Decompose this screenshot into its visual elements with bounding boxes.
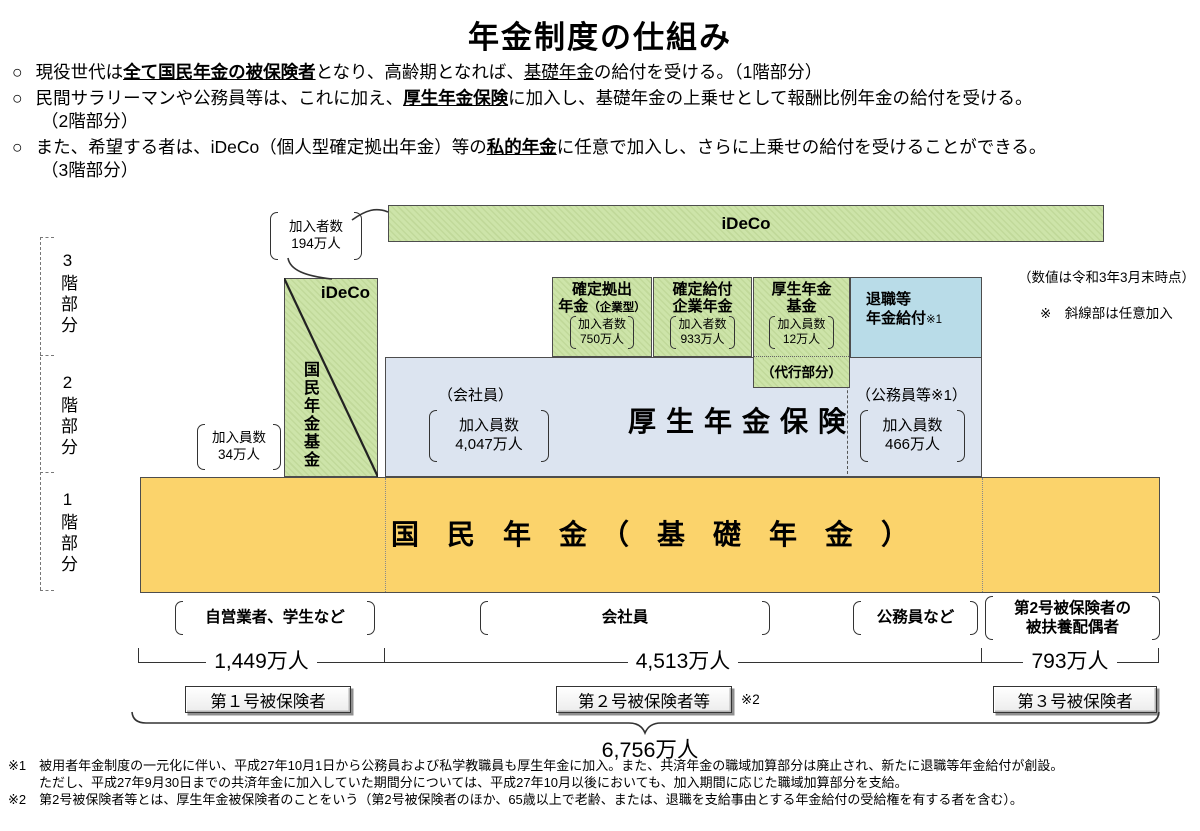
bullet-1: ○現役世代は全て国民年金の被保険者となり、高齢期となれば、基礎年金の給付を受ける… bbox=[12, 62, 823, 82]
ideco-kikin-column: iDeCo 国民年金基金 bbox=[284, 278, 378, 477]
kosei-nenkin-label: 厚生年金保険 bbox=[628, 406, 857, 437]
bullet-circle-icon: ○ bbox=[12, 137, 23, 158]
count-group1-value: 1,449万人 bbox=[214, 650, 309, 673]
bullet-2: ○民間サラリーマンや公務員等は、これに加え、厚生年金保険に加入し、基礎年金の上乗… bbox=[12, 87, 1198, 133]
count-group1: 1,449万人 bbox=[138, 650, 385, 676]
diagonal-divider bbox=[284, 278, 378, 477]
kosei-nenkin-box: （会社員） 加入員数 4,047万人 厚生年金保険 （公務員等※1） 加入員数 … bbox=[385, 357, 982, 477]
footnote-1-line2: ただし、平成27年9月30日までの共済年金に加入していた期間分については、平成2… bbox=[39, 775, 908, 791]
kikin-members: 加入員数 34万人 bbox=[197, 424, 281, 470]
divider-dotted bbox=[385, 478, 386, 592]
bullet-3-continuation: （3階部分） bbox=[41, 160, 139, 181]
floor-tick bbox=[40, 237, 54, 238]
bullet-circle-icon: ○ bbox=[12, 62, 23, 82]
as-of-note: （数値は令和3年3月末時点） bbox=[1018, 270, 1196, 285]
bullet-2-continuation: （2階部分） bbox=[41, 111, 139, 132]
ideco-column-label: iDeCo bbox=[320, 283, 370, 302]
count-group2-value: 4,513万人 bbox=[635, 650, 731, 673]
floor-bracket-line bbox=[40, 237, 41, 590]
footnote-2: ※2 第2号被保険者等とは、厚生年金被保険者のことをいう（第2号被保険者のほか、… bbox=[8, 792, 1023, 808]
insured-class1-badge: 第１号被保険者 bbox=[185, 686, 351, 713]
ideco-bar: iDeCo bbox=[388, 205, 1104, 242]
measure-tick bbox=[384, 648, 385, 662]
taishoku-kyufu-box: 退職等 年金給付※1 bbox=[850, 277, 982, 358]
footnote-1-line1: ※1 被用者年金制度の一元化に伴い、平成27年10月1日から公務員および私学教職… bbox=[8, 758, 1064, 773]
kaishain-members: 加入員数 4,047万人 bbox=[429, 410, 549, 462]
page-title: 年金制度の仕組み bbox=[468, 20, 732, 55]
db-kigyo-nenkin-box: 確定給付 企業年金 加入者数 933万人 bbox=[653, 277, 752, 357]
group-public-servants: 公務員など bbox=[853, 601, 978, 635]
insured-class2-badge: 第２号被保険者等 bbox=[556, 686, 732, 713]
hatch-note: ※ 斜線部は任意加入 bbox=[1040, 306, 1173, 321]
floor-1-label: 1階部分 bbox=[58, 490, 77, 576]
floor-tick bbox=[40, 355, 54, 356]
count-group3: 793万人 bbox=[981, 650, 1160, 676]
connector-to-column bbox=[287, 257, 333, 280]
insured-class3-badge: 第３号被保険者 bbox=[993, 686, 1157, 713]
dc-kigyogata-box: 確定拠出 年金（企業型） 加入者数 750万人 bbox=[552, 277, 652, 357]
insured-class2-footref: ※2 bbox=[741, 692, 760, 707]
floor-2-label: 2階部分 bbox=[58, 373, 77, 459]
bullet-circle-icon: ○ bbox=[12, 88, 23, 109]
kokumin-nenkin-box: 国 民 年 金 （ 基 礎 年 金 ） bbox=[140, 477, 1160, 593]
total-brace bbox=[131, 711, 1160, 736]
db-members: 加入者数 933万人 bbox=[670, 315, 735, 349]
ideco-bar-label: iDeCo bbox=[721, 213, 771, 233]
kosei-kikin-box: 厚生年金 基金 加入員数 12万人 （代行部分） bbox=[753, 277, 850, 388]
floor-tick bbox=[40, 472, 54, 473]
kokumin-nenkin-label: 国 民 年 金 （ 基 礎 年 金 ） bbox=[390, 519, 909, 550]
group-self-employed: 自営業者、学生など bbox=[175, 601, 375, 635]
total-insured-value: 6,756万人 bbox=[601, 738, 699, 762]
dc-members: 加入者数 750万人 bbox=[569, 315, 635, 349]
komuin-label: （公務員等※1） bbox=[856, 387, 967, 404]
group-company-employees: 会社員 bbox=[480, 601, 770, 635]
measure-tick bbox=[138, 648, 139, 662]
divider-dotted bbox=[982, 478, 983, 592]
daiko-label: （代行部分） bbox=[761, 365, 842, 380]
kokumin-kikin-label: 国民年金基金 bbox=[301, 361, 318, 469]
floor-tick bbox=[40, 590, 54, 591]
kaishain-label: （会社員） bbox=[438, 387, 514, 404]
ideco-members: 加入者数 194万人 bbox=[270, 212, 362, 260]
kosei-kikin-members: 加入員数 12万人 bbox=[769, 315, 834, 349]
daiko-divider bbox=[754, 356, 849, 357]
komuin-members: 加入員数 466万人 bbox=[860, 410, 965, 462]
footnotes: ※1 被用者年金制度の一元化に伴い、平成27年10月1日から公務員および私学教職… bbox=[8, 757, 1198, 808]
count-group3-value: 793万人 bbox=[1031, 650, 1109, 673]
intro-bullets: ○現役世代は全て国民年金の被保険者となり、高齢期となれば、基礎年金の給付を受ける… bbox=[12, 61, 1198, 185]
measure-tick bbox=[1158, 648, 1159, 662]
floor-3-label: 3階部分 bbox=[58, 251, 77, 337]
bullet-3: ○また、希望する者は、iDeCo（個人型確定拠出年金）等の私的年金に任意で加入し… bbox=[12, 136, 1198, 182]
count-group2: 4,513万人 bbox=[385, 650, 981, 676]
kosei-section-divider bbox=[847, 360, 848, 474]
measure-tick bbox=[981, 648, 982, 662]
group-dependent-spouses: 第2号被保険者の 被扶養配偶者 bbox=[985, 596, 1160, 640]
